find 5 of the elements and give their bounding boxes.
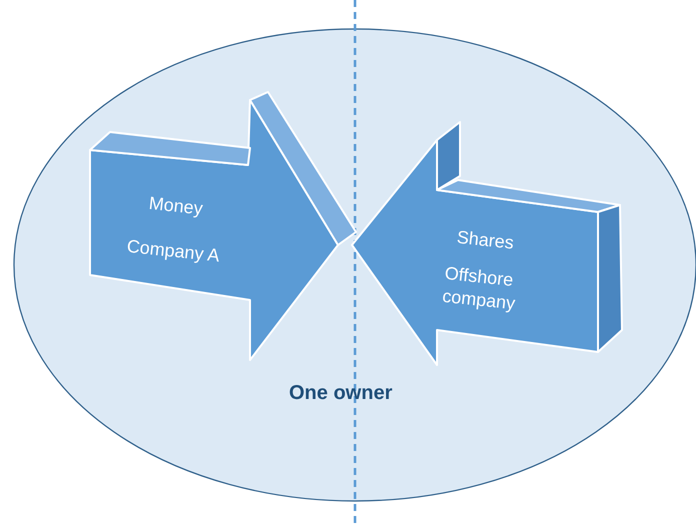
arrow-label: Company A	[126, 236, 221, 267]
arrow-label: Offshore company	[441, 262, 518, 315]
arrow-label: Money	[148, 193, 204, 220]
arrow-label: Shares	[456, 227, 515, 254]
caption-text: One owner	[289, 382, 392, 405]
